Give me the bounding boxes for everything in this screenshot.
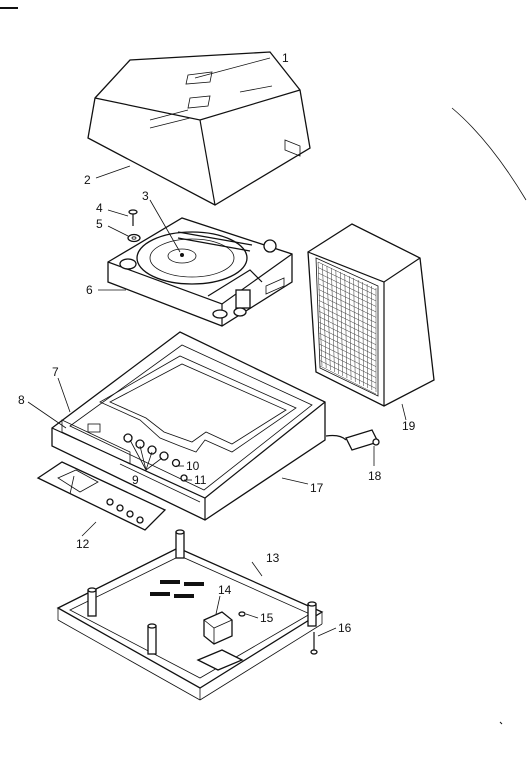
callout-17: 17	[310, 481, 324, 495]
grille-line	[366, 283, 368, 389]
grille-line	[317, 261, 377, 291]
callout-6: 6	[86, 283, 93, 297]
callout-9: 9	[132, 473, 139, 487]
grille-line	[318, 305, 377, 335]
callout-14: 14	[218, 583, 232, 597]
leader-lines	[27, 57, 407, 637]
dust-cover	[87, 51, 311, 206]
grille-line	[319, 360, 377, 389]
grille-line	[319, 349, 377, 378]
cabinet	[51, 331, 326, 521]
callout-16: 16	[338, 621, 352, 635]
grille-line	[318, 272, 377, 302]
page-edge-tick	[499, 721, 503, 725]
bottom-screw	[310, 632, 318, 655]
bottom-plate	[56, 529, 324, 701]
grille-line	[317, 261, 323, 367]
callout-5: 5	[96, 217, 103, 231]
grille-line	[319, 354, 377, 384]
power-cord-plug	[325, 429, 380, 451]
grille-line	[318, 283, 377, 313]
grille-line	[353, 277, 356, 383]
grille-line	[357, 279, 360, 385]
mounting-screw	[128, 209, 138, 226]
grille-line	[319, 321, 377, 351]
grille-line	[318, 289, 377, 318]
callout-8: 8	[18, 393, 25, 407]
grille-line	[331, 267, 335, 373]
record-changer	[107, 217, 293, 327]
grille-line	[319, 327, 377, 356]
grille-line	[319, 343, 377, 373]
callout-1: 1	[282, 51, 289, 65]
callout-19: 19	[402, 419, 416, 433]
grille-line	[326, 265, 331, 371]
page-fold-line	[451, 107, 527, 201]
grille-line	[318, 316, 377, 345]
grille-line	[319, 365, 377, 395]
callout-3: 3	[142, 189, 149, 203]
control-panel-plate	[36, 461, 167, 531]
grille-line	[319, 338, 377, 367]
grille-line	[318, 278, 377, 307]
grille-line	[317, 267, 377, 296]
callout-12: 12	[76, 537, 90, 551]
grille-line	[319, 332, 377, 362]
vent-slots	[150, 580, 204, 598]
grille-line	[318, 294, 377, 324]
callout-13: 13	[266, 551, 280, 565]
transformer	[203, 611, 233, 645]
grille-line	[362, 281, 364, 387]
mounting-washer	[127, 233, 141, 243]
callout-11: 11	[194, 473, 207, 487]
callout-10: 10	[186, 459, 200, 473]
callout-18: 18	[368, 469, 382, 483]
grille-line	[318, 311, 377, 340]
callout-4: 4	[96, 201, 103, 215]
callout-15: 15	[260, 611, 274, 625]
callout-2: 2	[84, 173, 91, 187]
speaker	[307, 223, 435, 407]
callout-7: 7	[52, 365, 59, 379]
grille-line	[318, 300, 377, 329]
speaker-grille	[317, 261, 377, 395]
grille-line	[322, 263, 327, 369]
callout-labels: 1 2 3 4 5 6 7 8 9 10 11 12 13 14 15 16 1…	[18, 51, 416, 635]
